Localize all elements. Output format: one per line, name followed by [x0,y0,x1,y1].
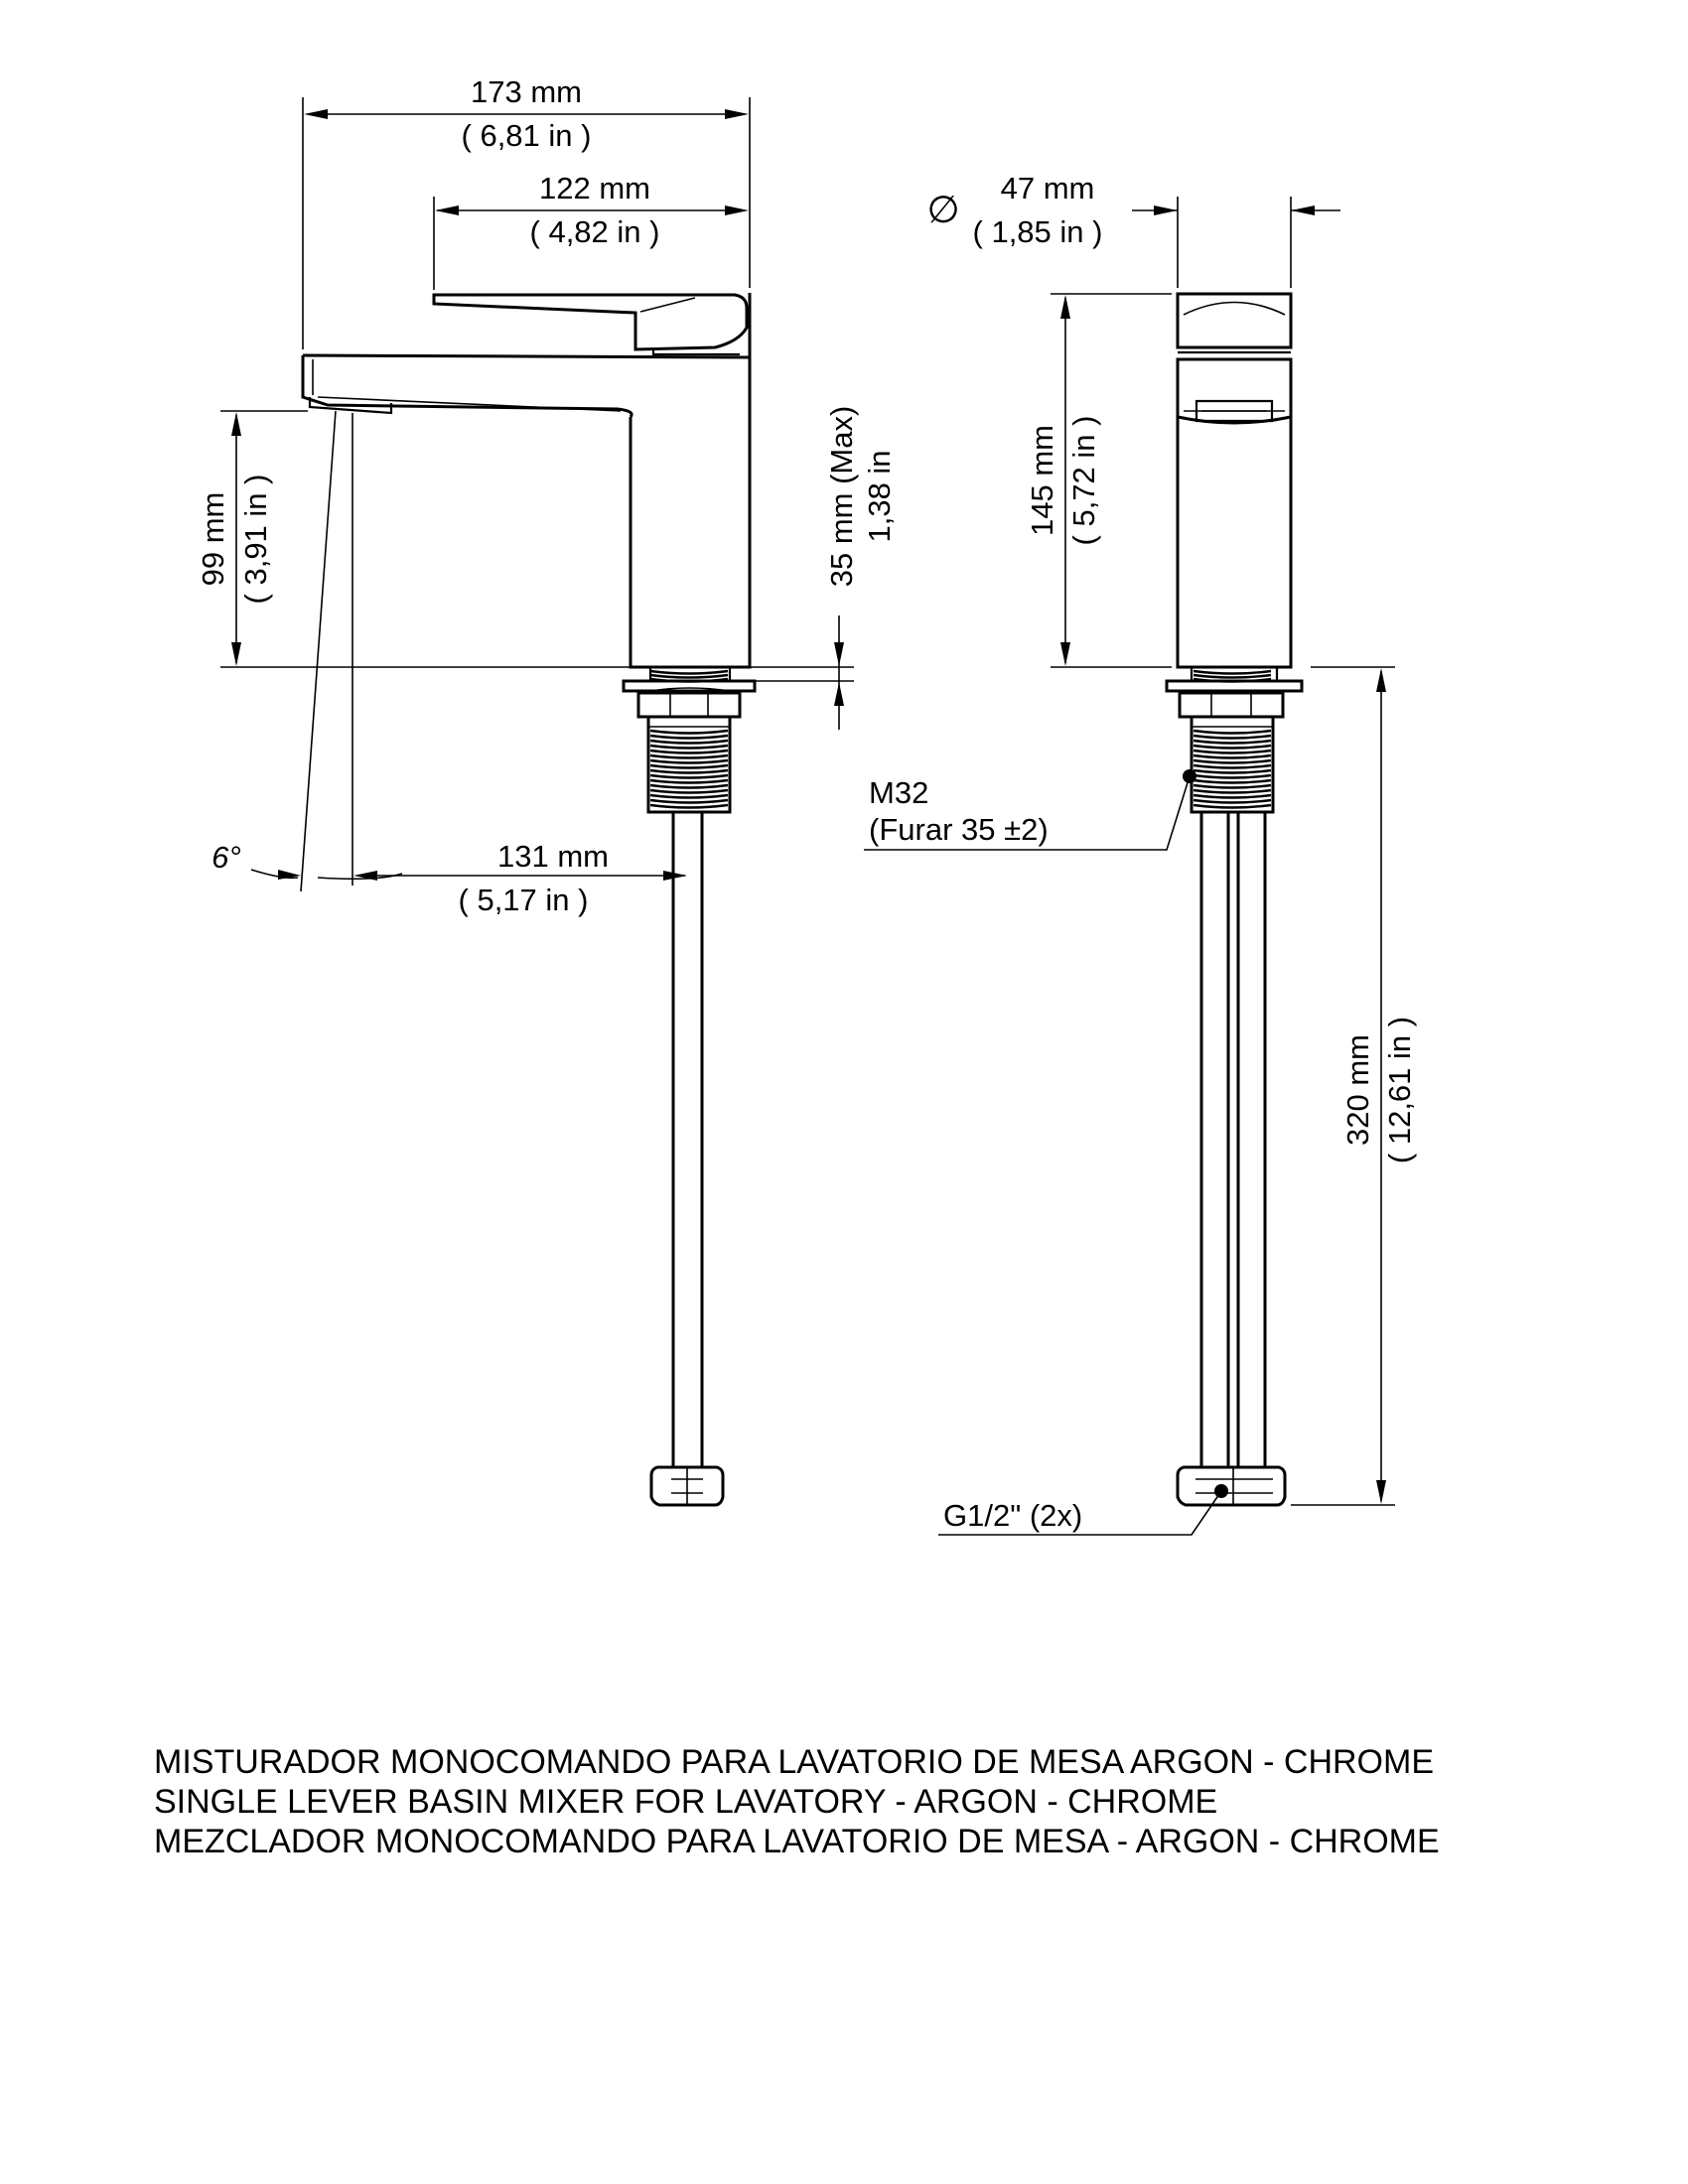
dim-body-height: 145 mm ( 5,72 in ) [1025,293,1172,668]
mixer-body-side [301,293,757,1507]
thread-line [649,763,729,769]
thread-line [1193,744,1272,750]
thread-line [1193,788,1272,794]
thread-line [649,729,729,735]
thread-line [1193,753,1272,759]
dim-spout-reach-mm: 131 mm [497,839,609,874]
thread-line [1193,778,1272,784]
thread-line [649,773,729,779]
thread-line [649,758,729,764]
thread-line [649,673,729,679]
thread-line [1193,749,1272,754]
dim-hose-length-in: ( 12,61 in ) [1382,1017,1417,1163]
thread-line [649,768,729,774]
dim-diameter-mm: 47 mm [1001,171,1095,205]
thread-line [649,753,729,759]
thread-line [1193,729,1272,735]
thread-line [649,677,729,683]
thread-line [649,739,729,745]
dim-diameter-in: ( 1,85 in ) [973,214,1103,249]
leader-thread-note: M32 (Furar 35 ±2) [864,769,1196,851]
side-view: 173 mm ( 6,81 in ) 122 mm ( 4,82 in ) 99… [196,74,897,1507]
dim-deck-thickness-in: 1,38 in [862,450,897,542]
dim-spout-height-in: ( 3,91 in ) [238,475,273,605]
thread-line [649,798,729,804]
thread-line [1193,803,1272,809]
title-portuguese: MISTURADOR MONOCOMANDO PARA LAVATORIO DE… [154,1743,1434,1781]
dim-spout-reach-in: ( 5,17 in ) [459,883,589,917]
dim-width-total-mm: 173 mm [471,74,582,109]
thread-line [649,744,729,750]
thread-line [1193,773,1272,779]
product-titles: MISTURADOR MONOCOMANDO PARA LAVATORIO DE… [154,1742,1643,1861]
thread-line [1193,768,1272,774]
thread-line [1193,673,1272,679]
thread-line [1193,669,1272,675]
thread-line [649,778,729,784]
dim-spout-angle: 6° [211,840,241,875]
thread-note-line1: M32 [869,775,928,810]
dim-deck-thickness: 35 mm (Max) 1,38 in [737,406,897,730]
thread-line [1193,793,1272,799]
mixer-body-front [1165,292,1304,1507]
thread-line [649,734,729,740]
thread-line [1193,763,1272,769]
dim-spout-height-mm: 99 mm [196,492,230,587]
thread-line [649,788,729,794]
thread-line [649,803,729,809]
thread-line [1193,758,1272,764]
dim-hose-length: 320 mm ( 12,61 in ) [1291,666,1417,1506]
thread-line [1193,677,1272,683]
diameter-symbol: ∅ [926,190,959,231]
dim-deck-thickness-mm: 35 mm (Max) [824,406,859,588]
dim-lever-length-in: ( 4,82 in ) [530,214,660,249]
thread-line [1193,734,1272,740]
dim-width-total-in: ( 6,81 in ) [462,118,592,153]
thread-line [649,749,729,754]
thread-side [649,669,729,809]
dim-body-height-in: ( 5,72 in ) [1066,416,1101,546]
thread-line [649,669,729,675]
dim-width-total: 173 mm ( 6,81 in ) [302,74,751,349]
leader-hose-connection: G1/2" (2x) [938,1484,1228,1536]
thread-line [649,783,729,789]
thread-line [1193,739,1272,745]
thread-note-line2: (Furar 35 ±2) [869,812,1049,847]
dim-diameter: ∅ 47 mm ( 1,85 in ) [926,171,1340,288]
hose-connection-label: G1/2" (2x) [943,1498,1082,1533]
title-spanish: MEZCLADOR MONOCOMANDO PARA LAVATORIO DE … [154,1823,1440,1860]
thread-line [1193,783,1272,789]
front-view: ∅ 47 mm ( 1,85 in ) 145 mm ( 5,72 in ) 3… [864,171,1417,1536]
thread-line [1193,798,1272,804]
dim-spout-height: 99 mm ( 3,91 in ) [196,410,854,668]
dim-hose-length-mm: 320 mm [1340,1034,1375,1146]
dim-lever-length: 122 mm ( 4,82 in ) [433,171,749,290]
thread-front [1193,669,1272,809]
dim-spout-reach: 131 mm ( 5,17 in ) 6° [211,410,687,917]
thread-line [649,793,729,799]
title-english: SINGLE LEVER BASIN MIXER FOR LAVATORY - … [154,1783,1218,1821]
dim-body-height-mm: 145 mm [1025,425,1059,536]
dim-lever-length-mm: 122 mm [539,171,650,205]
